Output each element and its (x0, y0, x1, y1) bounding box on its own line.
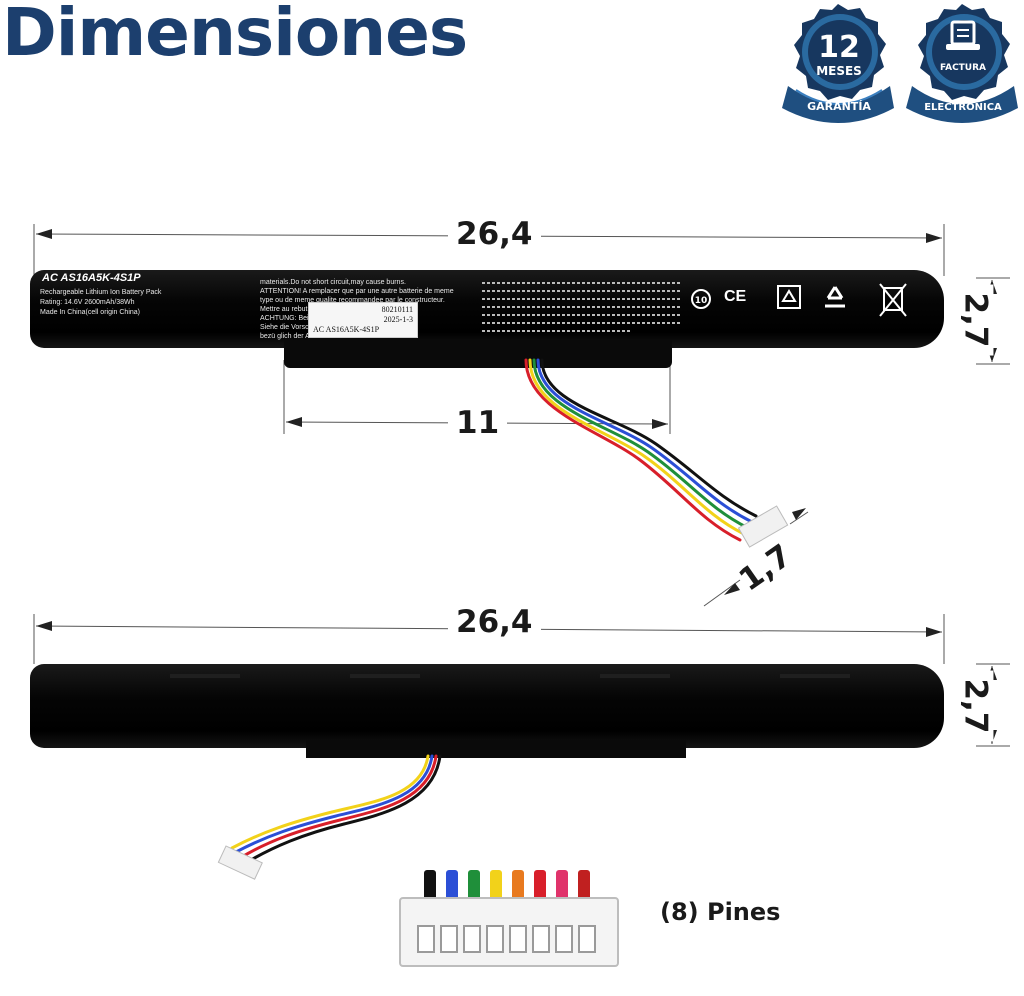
invoice-ribbon: ELECTRÓNICA (924, 100, 1002, 113)
connector-pin (486, 925, 504, 953)
label-sticker: 80210111 2025-1-3 AC AS16A5K-4S1P (308, 302, 418, 338)
warning-line5: ACHTUNG: Bei Verw (260, 315, 327, 322)
warranty-unit: MESES (816, 64, 862, 78)
battery-desc-line2: Rating: 14.6V 2600mAh/38Wh (40, 299, 135, 306)
warning-line4: Mettre au rebut les (260, 306, 319, 313)
warning-line1: materials.Do not short circuit,may cause… (260, 279, 406, 286)
sticker-date: 2025-1-3 (383, 315, 413, 324)
battery-top-rail (284, 340, 672, 368)
connector-pin (417, 925, 435, 953)
battery-desc-line1: Rechargeable Lithium Ion Battery Pack (40, 289, 162, 296)
connector-pin (509, 925, 527, 953)
invoice-icon (946, 20, 980, 50)
sticker-serial: 80210111 (381, 305, 413, 314)
recycle-icon (820, 284, 850, 316)
sticker-code: AC AS16A5K-4S1P (313, 325, 380, 334)
cable-offset-label: 11 (448, 405, 508, 441)
connector-wire (446, 870, 458, 902)
chinese-text-block (482, 278, 682, 338)
top-length-label: 26,4 (448, 216, 541, 252)
warranty-ribbon: GARANTÍA (807, 100, 871, 113)
cert-10-icon: 10 (690, 288, 712, 314)
connector-pin (532, 925, 550, 953)
weee-bin-icon (876, 280, 910, 324)
battery-desc-line3: Made In China(cell origin China) (40, 309, 140, 316)
pins-label: (8) Pines (660, 898, 781, 926)
battery-bottom-view (30, 664, 944, 748)
warning-line2: ATTENTION! A remplacer que par une autre… (260, 288, 454, 295)
battery-bottom-rail (306, 740, 686, 758)
warranty-number: 12 (818, 30, 860, 65)
connector-pin (555, 925, 573, 953)
recycle-box-icon (776, 284, 802, 314)
connector-wire (578, 870, 590, 902)
warning-line6: Siehe die Vorschrift (260, 324, 321, 331)
invoice-line1: FACTURA (940, 63, 986, 73)
invoice-badge: FACTURA ELECTRÓNICA (906, 0, 1018, 126)
connector-closeup (396, 866, 622, 970)
warning-line3: type ou de meme qualite recommandee par … (260, 297, 445, 304)
battery-model: AC AS16A5K-4S1P (42, 272, 141, 284)
battery-top-view: AC AS16A5K-4S1P Rechargeable Lithium Ion… (30, 270, 944, 348)
connector-wire (556, 870, 568, 902)
warranty-badge: 12 MESES GARANTÍA (782, 0, 894, 126)
connector-wire (534, 870, 546, 902)
cert-10-text: 10 (695, 296, 708, 306)
connector-wire (490, 870, 502, 902)
connector-pin (463, 925, 481, 953)
warning-line7: bezü glich der Akkuba (260, 333, 329, 340)
connector-wire (424, 870, 436, 902)
connector-wire (512, 870, 524, 902)
connector-pin (440, 925, 458, 953)
connector-pin (578, 925, 596, 953)
page-title: Dimensiones (2, 0, 468, 71)
connector-wire (468, 870, 480, 902)
ce-mark-icon: CE (724, 288, 747, 305)
bottom-length-label: 26,4 (448, 604, 541, 640)
